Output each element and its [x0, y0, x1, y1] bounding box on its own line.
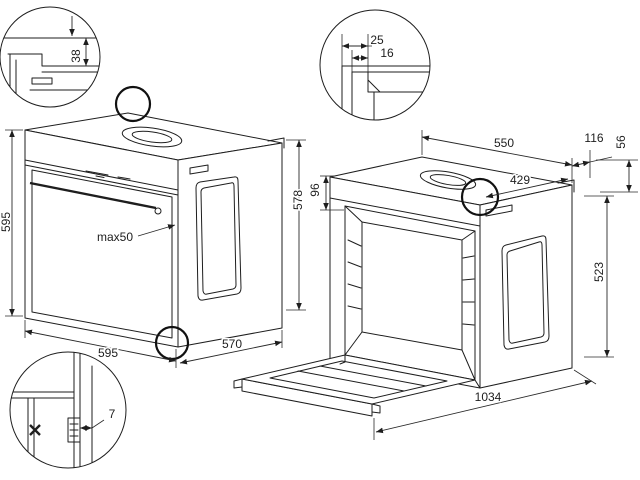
gap-leader [137, 224, 176, 237]
oven-right-left-rails [347, 239, 362, 310]
oven-right-panel-line [329, 197, 481, 227]
detail-top-left-contents [0, 16, 100, 107]
oven-right-cavity-edges [344, 205, 476, 381]
dim-label-width: 595 [98, 346, 118, 360]
oven-right-side-window-inner [506, 241, 545, 344]
oven-left [24, 85, 285, 361]
dim-line-side [179, 340, 283, 365]
dim-label-depth: 578 [291, 190, 305, 210]
detail-top-left: 38 [0, 6, 101, 108]
oven-left-panel-line [24, 159, 179, 191]
oven-left-handle-end [154, 207, 162, 215]
cross-mark [29, 424, 41, 436]
oven-left-dimensions: 595 578 max50 595 570 [0, 129, 307, 368]
oven-left-side-window-inner [200, 182, 237, 295]
oven-left-back-flange [267, 137, 285, 149]
oven-left-side-face [177, 142, 283, 348]
dim-leader-7 [91, 419, 105, 429]
oven-right-right-rails [462, 255, 475, 326]
oven-left-top-recess [121, 126, 183, 148]
oven-left-side-window [195, 176, 242, 301]
door-glass [269, 360, 448, 399]
dim-label-panel: 96 [308, 183, 322, 197]
flange-bevel [367, 79, 381, 93]
dim-label-top-depth: 550 [494, 136, 514, 150]
detail-top-right-contents [341, 34, 430, 120]
detail-bottom-left: 7 [9, 351, 127, 469]
oven-right [329, 156, 575, 389]
hinge-detail [69, 423, 79, 437]
oven-right-top-recess [419, 170, 477, 190]
dim-label-7: 7 [109, 407, 116, 421]
dim-line-inner-depth [485, 177, 569, 199]
oven-left-side-vent [189, 164, 209, 175]
dim-line-top-depth [421, 135, 573, 167]
oven-right-side-face [479, 184, 573, 389]
panel-slot [31, 77, 53, 85]
dim-label-inner-depth: 429 [510, 173, 530, 187]
oven-left-panel-line-lower [24, 164, 179, 196]
dim-label-25: 25 [370, 33, 384, 47]
dim-label-side: 570 [222, 337, 242, 351]
highlight-top-corner [114, 85, 152, 123]
oven-right-dimensions: 96 550 116 56 429 523 1034 [307, 130, 638, 440]
dim-label-38: 38 [69, 49, 83, 63]
detail-top-right-circle [319, 9, 431, 121]
dim-label-height: 595 [0, 212, 13, 232]
dim-label-gap: max50 [97, 230, 133, 244]
dim-label-16: 16 [380, 46, 394, 60]
oven-flange-profile [367, 71, 430, 93]
detail-bottom-left-contents [10, 352, 105, 468]
dim-label-open-depth: 1034 [475, 390, 502, 404]
detail-top-left-circle [0, 6, 101, 108]
door-foot-right [371, 403, 381, 414]
door-foot-left [233, 378, 243, 389]
oven-left-door-handle [29, 181, 157, 210]
dim-label-rise: 56 [614, 135, 628, 149]
oven-right-side-window [501, 235, 550, 350]
hinge-profile [67, 417, 81, 443]
oven-left-controls [85, 170, 131, 180]
oven-left-top-recess-inner [131, 130, 173, 144]
oven-right-top-recess-inner [429, 174, 467, 186]
dim-label-inner-height: 523 [592, 262, 606, 282]
dim-line-offset-tail [589, 156, 613, 163]
dim-line-width [24, 329, 177, 363]
detail-top-right: 25 16 [319, 9, 431, 121]
dim-line-open-depth [375, 379, 593, 434]
door-hinge-left [339, 354, 346, 365]
oven-right-opening [344, 205, 476, 381]
ext-line-open-depth-right [573, 369, 597, 385]
dim-label-offset: 116 [584, 131, 603, 145]
dim-line-offset [571, 160, 591, 168]
